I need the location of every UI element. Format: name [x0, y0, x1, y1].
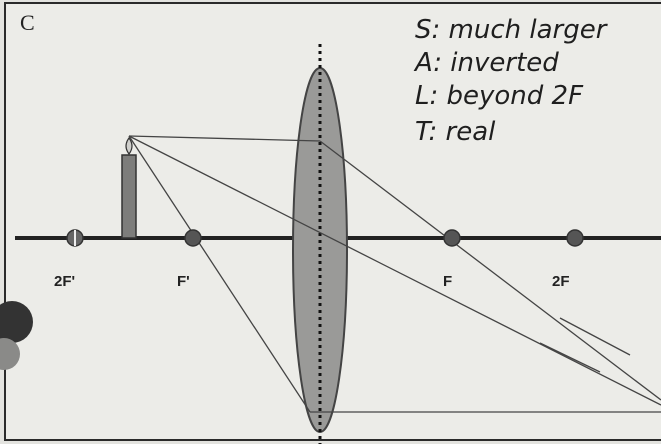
ray-parallel-incident [128, 135, 321, 142]
focal-dot-f-prime [184, 229, 202, 247]
panel-letter: C [20, 10, 35, 35]
ray-mark-2 [539, 342, 601, 373]
binder-hole-dark [0, 301, 33, 343]
note-attitude: A: inverted [413, 48, 559, 78]
label-2f-prime: 2F' [54, 273, 75, 290]
candle-object [121, 154, 137, 239]
ray-mark-1 [559, 317, 631, 356]
handwritten-notes: S: much larger A: inverted L: beyond 2F … [413, 15, 609, 147]
label-f: F [443, 273, 452, 290]
note-type: T: real [415, 117, 496, 147]
candle-flame-icon [125, 136, 133, 156]
ray-through-center [128, 135, 661, 406]
focal-dot-f [443, 229, 461, 247]
note-location: L: beyond 2F [415, 81, 584, 111]
ray-through-focus-incident [128, 135, 311, 413]
ray-parallel-refracted [319, 140, 661, 401]
binder-hole-light [0, 338, 20, 370]
focal-dot-2f [566, 229, 584, 247]
label-f-prime: F' [177, 273, 190, 290]
label-2f: 2F [552, 273, 570, 290]
note-size: S: much larger [415, 15, 609, 45]
rays [128, 135, 661, 413]
